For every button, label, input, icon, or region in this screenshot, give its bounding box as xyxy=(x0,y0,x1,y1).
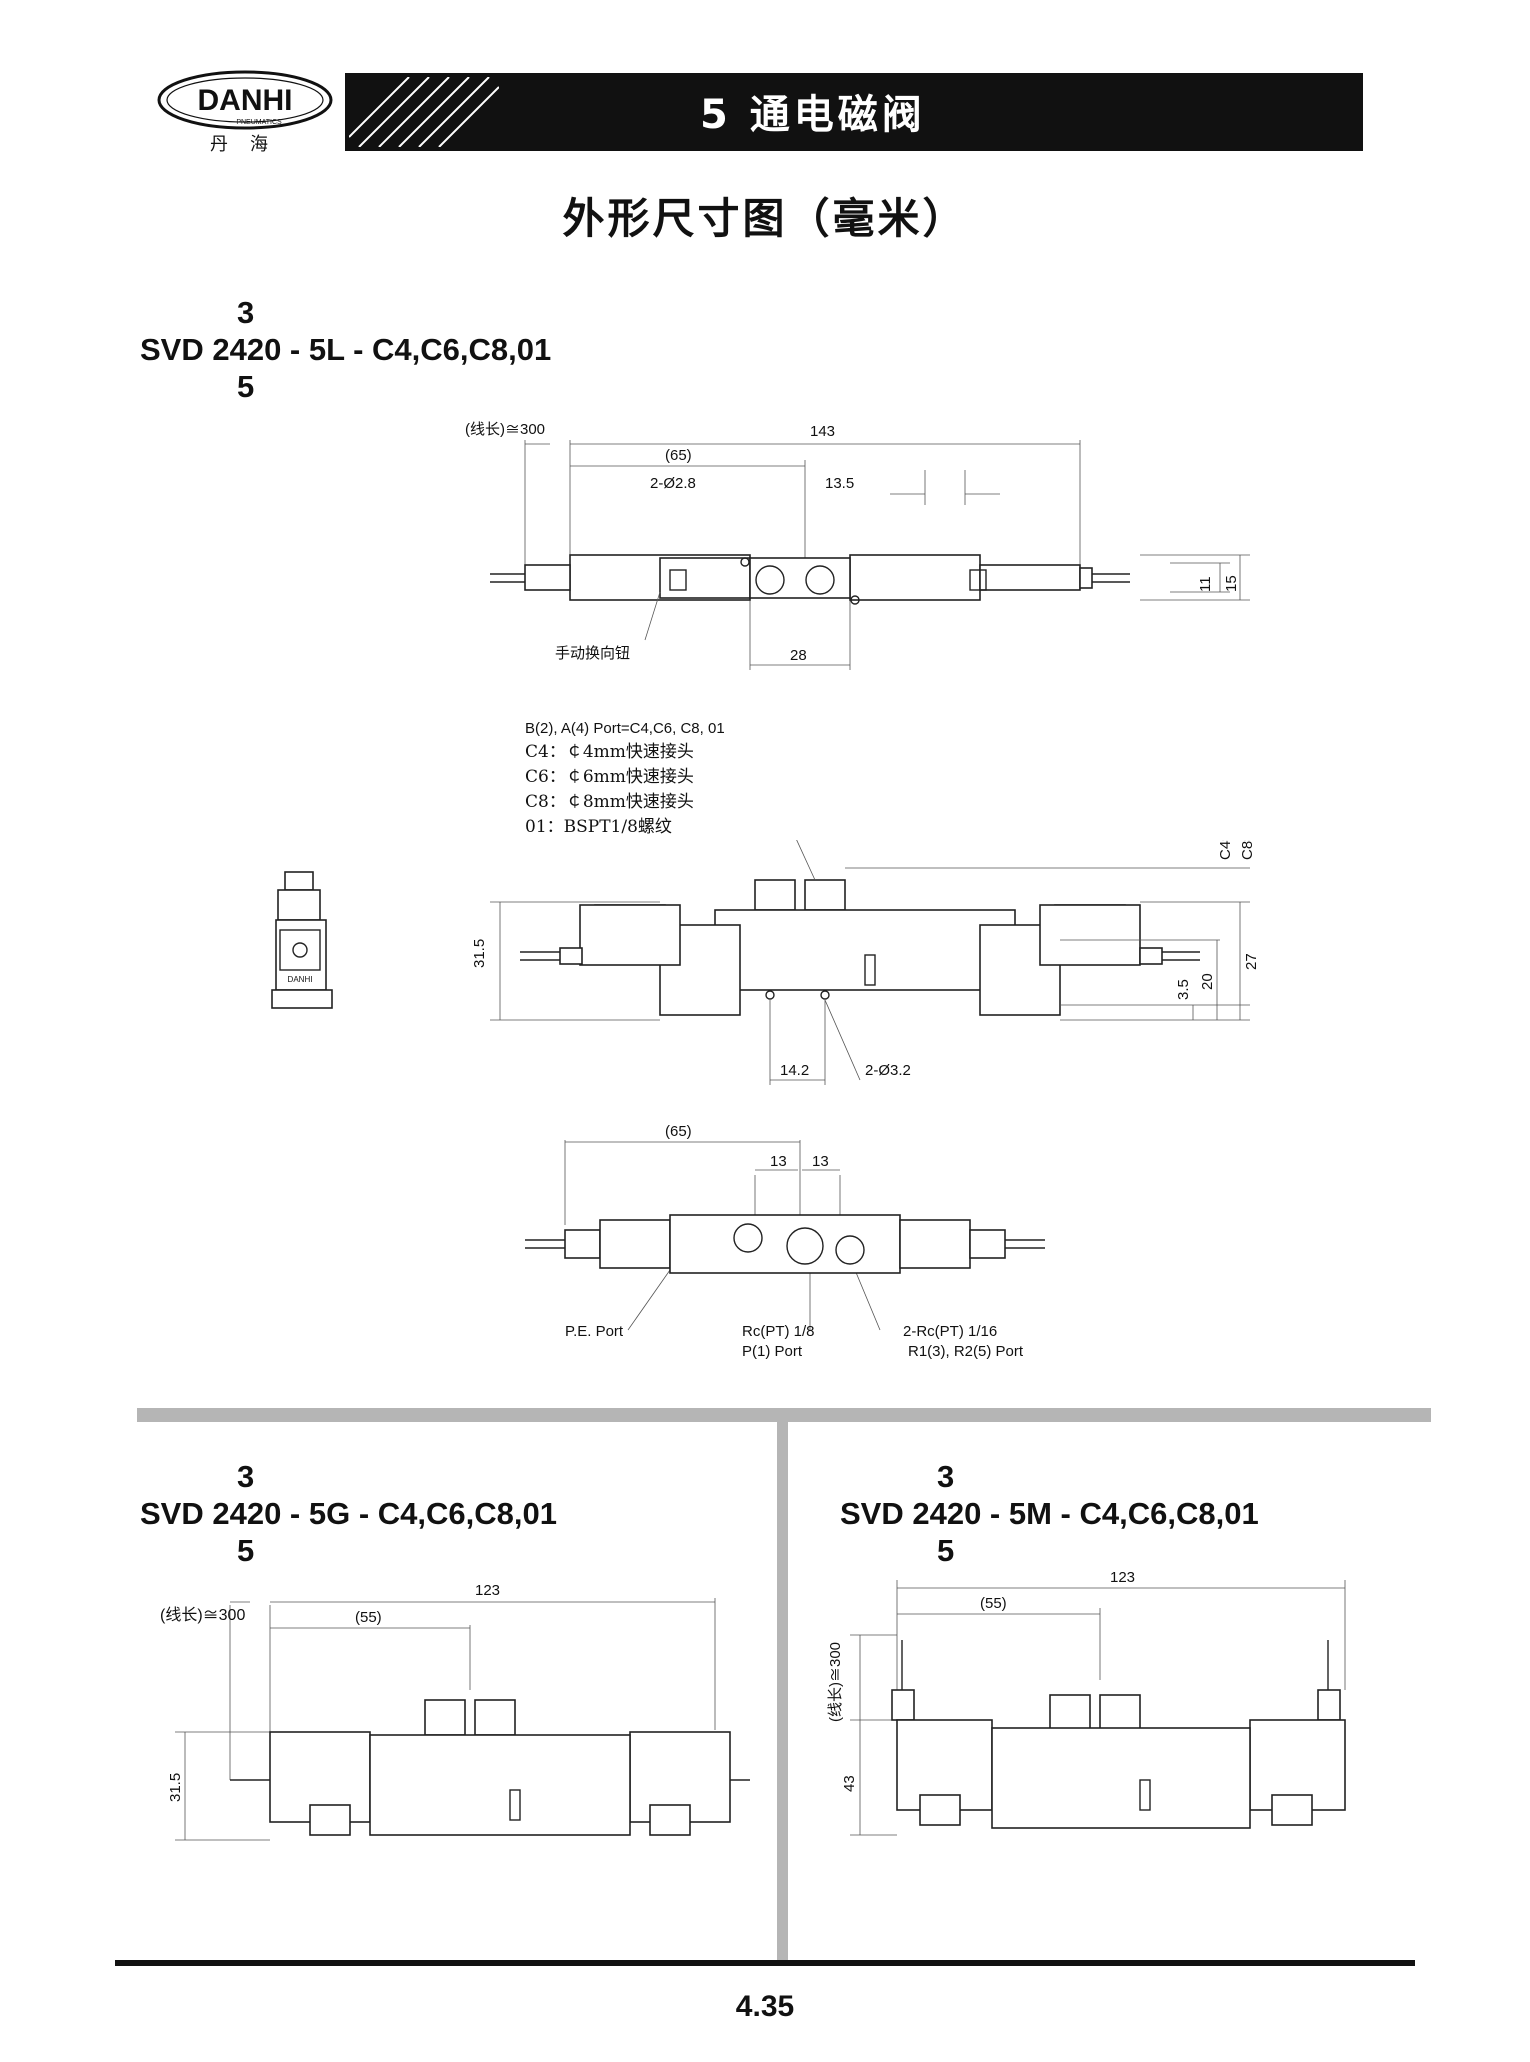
top-hole-label: 2-Ø2.8 xyxy=(650,475,696,492)
side-dim-3-5: 3.5 xyxy=(1175,979,1192,1000)
side-dim-27: 27 xyxy=(1243,953,1260,970)
pe-port-label: P.E. Port xyxy=(565,1323,624,1340)
end-view-logo: DANHI xyxy=(288,975,313,984)
model-5g-drawing: 123 (55) (线长)≅300 31.5 xyxy=(160,1582,750,1841)
side-view-drawing: 31.5 27 20 3.5 C4=10,C6=12.5 C8=15, 01=0… xyxy=(471,840,1260,1085)
model-5m-line3: 5 xyxy=(937,1533,955,1568)
port-spec-block: B(2), A(4) Port=C4,C6, C8, 01 C4：￠4mm快速接… xyxy=(525,720,725,837)
port-note-c6: C6：￠6mm快速接头 xyxy=(525,767,694,787)
brand-chinese: 丹海 xyxy=(210,134,290,155)
p-port-thread-label: Rc(PT) 1/8 xyxy=(742,1323,815,1340)
g-dim-123: 123 xyxy=(475,1582,500,1599)
model-5g-label: 3 SVD 2420 - 5G - C4,C6,C8,01 5 xyxy=(140,1458,557,1569)
r-ports-label: R1(3), R2(5) Port xyxy=(908,1343,1024,1360)
m-dim-123: 123 xyxy=(1110,1570,1135,1586)
section-divider-vertical xyxy=(777,1422,788,1964)
model-5l-label: 3 SVD 2420 - 5L - C4,C6,C8,01 5 xyxy=(140,294,551,405)
page-number: 4.35 xyxy=(735,1990,795,2023)
end-view-drawing: DANHI xyxy=(271,871,333,1009)
side-height-c8-01: C8=15, 01=0 xyxy=(1239,840,1256,860)
top-dim-65: (65) xyxy=(665,447,692,464)
side-dim-14-2: 14.2 xyxy=(780,1062,809,1079)
port-note-c8: C8：￠8mm快速接头 xyxy=(525,792,694,812)
g-dim-55: (55) xyxy=(355,1609,382,1626)
port-note-c4: C4：￠4mm快速接头 xyxy=(525,742,694,762)
section-header-bar xyxy=(345,73,1363,151)
port-note-01: 01：BSPT1/8螺纹 xyxy=(525,817,672,837)
model-5g-line1: 3 xyxy=(237,1459,255,1494)
section-title: 5 通电磁阀 xyxy=(700,92,926,138)
side-hole-label: 2-Ø3.2 xyxy=(865,1062,911,1079)
side-height-c4-c6: C4=10,C6=12.5 xyxy=(1217,840,1234,860)
top-dim-143: 143 xyxy=(810,423,835,440)
model-5l-line3: 5 xyxy=(237,369,255,404)
bottom-dim-13b: 13 xyxy=(812,1153,829,1170)
bottom-dim-65: (65) xyxy=(665,1123,692,1140)
top-wire-length: (线长)≅300 xyxy=(465,421,545,438)
top-dim-11: 11 xyxy=(1197,576,1214,592)
top-dim-28: 28 xyxy=(790,647,807,664)
model-5g-line3: 5 xyxy=(237,1533,255,1568)
model-5m-label: 3 SVD 2420 - 5M - C4,C6,C8,01 5 xyxy=(840,1458,1259,1569)
port-spec-title: B(2), A(4) Port=C4,C6, C8, 01 xyxy=(525,720,725,737)
section-divider-horizontal xyxy=(137,1408,1431,1422)
model-5m-line1: 3 xyxy=(937,1459,955,1494)
g-dim-31-5: 31.5 xyxy=(167,1773,184,1802)
model-5g-line2: SVD 2420 - 5G - C4,C6,C8,01 xyxy=(140,1496,557,1531)
manual-override-label: 手动换向钮 xyxy=(555,645,630,662)
m-dim-43: 43 xyxy=(841,1775,858,1792)
brand-logo: DANHI PNEUMATICS xyxy=(157,70,333,130)
model-5m-line2: SVD 2420 - 5M - C4,C6,C8,01 xyxy=(840,1496,1259,1531)
footer-rule xyxy=(115,1960,1415,1966)
top-dim-15: 15 xyxy=(1223,575,1240,592)
m-dim-55: (55) xyxy=(980,1595,1007,1612)
side-dim-31-5: 31.5 xyxy=(471,939,488,968)
model-5l-line2: SVD 2420 - 5L - C4,C6,C8,01 xyxy=(140,332,552,367)
brand-name: DANHI xyxy=(198,84,293,117)
top-dim-13-5: 13.5 xyxy=(825,475,854,492)
bottom-view-drawing: (65) 13 13 P.E. Port Rc(PT) 1/8 P(1) Por… xyxy=(525,1123,1045,1360)
bottom-dim-13a: 13 xyxy=(770,1153,787,1170)
r-ports-thread-label: 2-Rc(PT) 1/16 xyxy=(903,1323,997,1340)
g-wire-length: (线长)≅300 xyxy=(160,1606,245,1624)
p-port-label: P(1) Port xyxy=(742,1343,803,1360)
side-dim-20: 20 xyxy=(1199,973,1216,990)
model-5l-line1: 3 xyxy=(237,295,255,330)
top-view-drawing: (线长)≅300 143 (65) 2-Ø2.8 13.5 28 11 15 手… xyxy=(465,421,1250,670)
model-5m-drawing: 123 (55) (线长)≅300 43 xyxy=(827,1570,1346,1836)
header-hatch-pattern xyxy=(349,77,499,147)
page-title: 外形尺寸图（毫米） xyxy=(562,194,968,243)
brand-tagline: PNEUMATICS xyxy=(236,119,282,126)
m-wire-length: (线长)≅300 xyxy=(827,1642,844,1722)
